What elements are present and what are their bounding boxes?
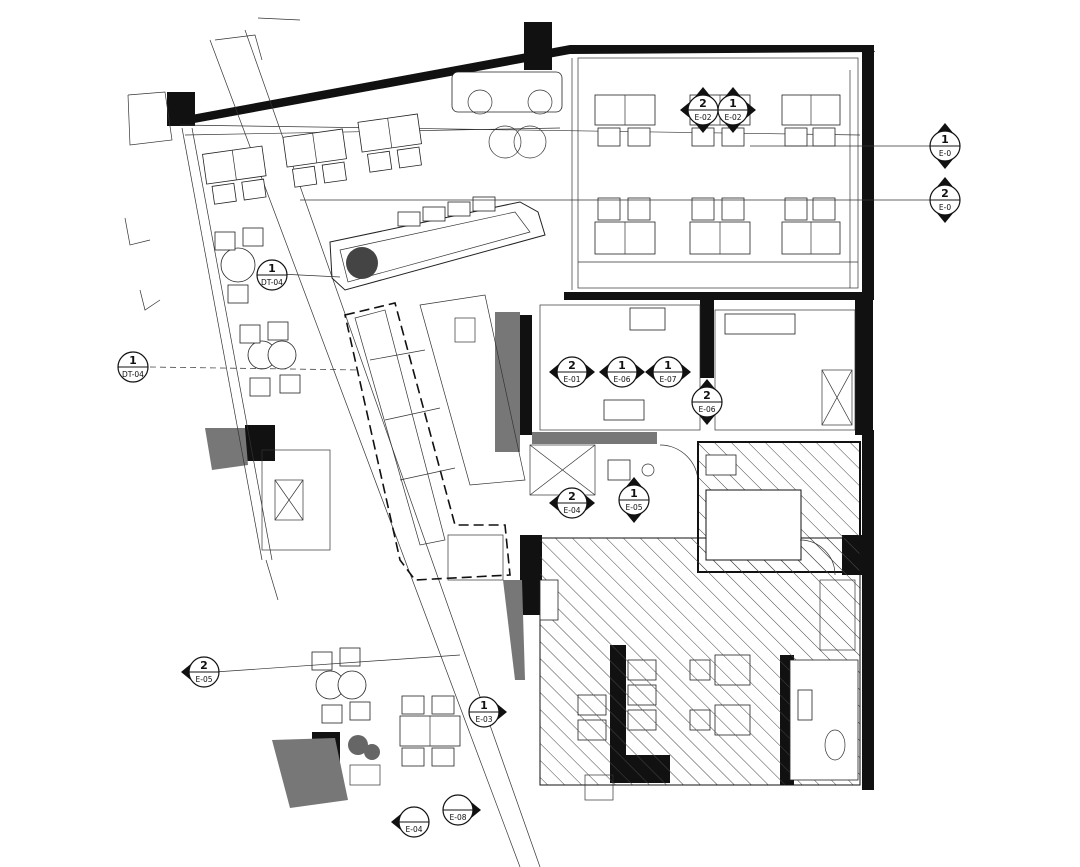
elevation-number: 1: [664, 359, 672, 372]
elevation-number: 1: [129, 354, 137, 367]
elevation-marker: 1E-02: [717, 87, 756, 133]
elevation-number: 2: [703, 389, 711, 402]
elevation-marker: 2E-04: [549, 487, 595, 519]
elevation-number: 1: [480, 699, 488, 712]
table-group-3: [781, 94, 841, 147]
elevation-code: E-01: [564, 375, 581, 384]
elevation-number: 1: [618, 359, 626, 372]
elevation-number: 2: [568, 490, 576, 503]
table-group-9: [357, 113, 422, 173]
elevation-marker: 2E-06: [691, 379, 723, 425]
elevation-marker: 1E-03: [468, 696, 507, 728]
bar-counter: [329, 196, 546, 291]
service-counter: [344, 294, 526, 581]
elevation-number: 1: [630, 487, 638, 500]
elevation-marker: 1DT-04: [256, 259, 288, 291]
elevation-number: 1: [268, 262, 276, 275]
elevation-markers: 2E-021E-021E-02E-01DT-041DT-042E-011E-06…: [117, 87, 961, 838]
elevation-marker: 1E-05: [618, 477, 650, 523]
elevation-code: E-07: [660, 375, 677, 384]
elevation-marker: E-08: [442, 794, 481, 826]
elevation-code: DT-04: [261, 278, 283, 287]
elevation-marker: 1E-07: [645, 356, 691, 388]
elevation-code: E-05: [626, 503, 643, 512]
table-group-5: [689, 197, 751, 255]
elevation-number: 2: [699, 97, 707, 110]
elevation-marker: 2E-0: [929, 177, 961, 223]
elevation-code: E-02: [725, 113, 742, 122]
kitchen: [529, 304, 856, 496]
elevation-marker: 2E-05: [181, 656, 220, 688]
table-group-4: [594, 197, 656, 255]
elevation-code: E-06: [614, 375, 631, 384]
elevation-number: 1: [941, 133, 949, 146]
elevation-marker: 2E-02: [680, 87, 719, 133]
elevation-code: E-05: [196, 675, 213, 684]
elevation-marker: 1E-0: [929, 123, 961, 169]
entrance-features: [261, 449, 614, 801]
hatched-area: [539, 441, 861, 786]
upper-dining-room: [571, 57, 859, 290]
table-group-6: [781, 197, 841, 255]
elevation-code: E-0: [939, 149, 951, 158]
elevation-code: DT-04: [122, 370, 144, 379]
elevation-code: E-0: [939, 203, 951, 212]
elevation-marker: 1E-06: [599, 356, 645, 388]
elevation-number: 2: [200, 659, 208, 672]
table-group-7: [202, 145, 267, 205]
elevation-code: E-02: [695, 113, 712, 122]
elevation-marker: E-04: [391, 806, 430, 838]
elevation-code: E-06: [699, 405, 716, 414]
grey-walls: [205, 312, 657, 808]
elevation-code: E-03: [476, 715, 493, 724]
elevation-number: 2: [941, 187, 949, 200]
table-group-1: [594, 94, 656, 147]
elevation-marker: 1DT-04: [117, 351, 149, 383]
elevation-code: E-04: [406, 825, 423, 834]
elevation-code: E-08: [450, 813, 467, 822]
table-group-10: [399, 695, 461, 767]
elevation-code: E-04: [564, 506, 581, 515]
elevation-number: 2: [568, 359, 576, 372]
table-group-8: [282, 128, 347, 188]
elevation-marker: 2E-01: [549, 356, 595, 388]
section-lines: [149, 145, 935, 673]
elevation-number: 1: [729, 97, 737, 110]
